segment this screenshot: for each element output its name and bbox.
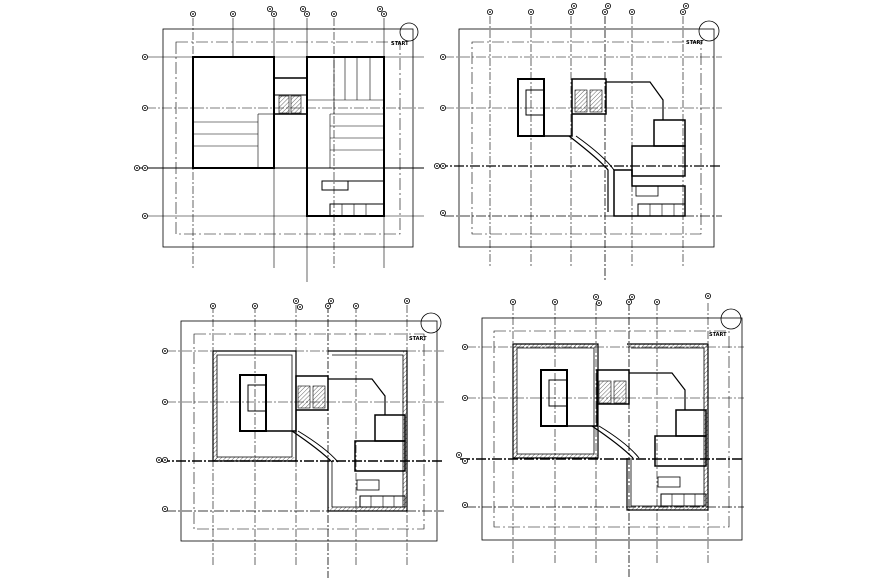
grid-bubble-dot <box>442 165 444 167</box>
grid-bubble-dot <box>436 165 438 167</box>
plan-border <box>162 28 414 248</box>
north-arrow-icon <box>720 308 742 330</box>
grid-bubble-dot <box>512 301 514 303</box>
room-block <box>192 56 275 169</box>
grid-bubble-dot <box>164 401 166 403</box>
grid-bubble-dot <box>164 508 166 510</box>
grid-bubble-dot <box>144 107 146 109</box>
grid-bubble-dot <box>570 11 572 13</box>
plan-bottom-left: START <box>160 305 444 578</box>
grid-bubble-dot <box>573 5 575 7</box>
grid-bubble-dot <box>604 11 606 13</box>
grid-bubble-dot <box>464 504 466 506</box>
grid-bubble-dot <box>232 13 234 15</box>
grid-bubble-dot <box>682 11 684 13</box>
grid-bubble-dot <box>327 305 329 307</box>
grid-bubble-dot <box>212 305 214 307</box>
grid-bubble-dot <box>302 8 304 10</box>
plan-border-inner <box>193 333 425 530</box>
grid-bubble-dot <box>254 305 256 307</box>
plan-top-left: START <box>138 18 424 282</box>
grid-bubble-dot <box>144 215 146 217</box>
grid-bubble-dot <box>489 11 491 13</box>
grid-bubble-dot <box>530 11 532 13</box>
north-arrow-icon <box>399 22 419 42</box>
north-label: START <box>409 336 427 342</box>
grid-bubble-dot <box>136 167 138 169</box>
plan-border-inner <box>175 41 401 235</box>
stair-core <box>273 77 308 115</box>
grid-bubble-dot <box>330 300 332 302</box>
north-label: START <box>391 41 409 47</box>
grid-bubble-dot <box>464 460 466 462</box>
grid-bubble-dot <box>598 302 600 304</box>
grid-bubble-dot <box>273 13 275 15</box>
grid-bubble-dot <box>406 300 408 302</box>
grid-bubble-dot <box>299 306 301 308</box>
grid-bubble-dot <box>379 8 381 10</box>
grid-bubble-dot <box>269 8 271 10</box>
north-arrow-icon <box>420 312 442 334</box>
grid-bubble-dot <box>464 397 466 399</box>
plan-border <box>481 317 743 541</box>
grid-bubble-dot <box>628 301 630 303</box>
north-label: START <box>709 332 727 338</box>
grid-bubble-dot <box>164 459 166 461</box>
grid-bubble-dot <box>158 459 160 461</box>
plan-border-inner <box>493 330 730 528</box>
grid-bubble-dot <box>442 56 444 58</box>
grid-bubble-dot <box>144 167 146 169</box>
north-label: START <box>686 40 704 46</box>
grid-bubble-dot <box>355 305 357 307</box>
plan-border-inner <box>471 41 702 235</box>
grid-bubble-dot <box>607 5 609 7</box>
grid-bubble-dot <box>685 5 687 7</box>
plan-border <box>458 28 715 248</box>
grid-bubble-dot <box>707 295 709 297</box>
grid-bubble-dot <box>164 350 166 352</box>
room-block <box>306 56 385 217</box>
plan-border <box>180 320 438 542</box>
grid-bubble-dot <box>458 454 460 456</box>
grid-bubble-dot <box>631 11 633 13</box>
grid-bubble-dot <box>295 300 297 302</box>
grid-bubble-dot <box>631 296 633 298</box>
north-arrow-icon <box>698 20 720 42</box>
grid-bubble-dot <box>333 13 335 15</box>
grid-bubble-dot <box>192 13 194 15</box>
grid-bubble-dot <box>442 212 444 214</box>
grid-bubbles <box>133 3 712 512</box>
plan-bottom-right: START <box>460 303 744 578</box>
grid-bubble-dot <box>442 107 444 109</box>
plan-top-right: START <box>438 16 722 282</box>
grid-bubble-dot <box>383 13 385 15</box>
grid-bubble-dot <box>595 296 597 298</box>
grid-bubble-dot <box>464 346 466 348</box>
grid-bubble-dot <box>656 301 658 303</box>
grid-bubble-dot <box>554 301 556 303</box>
grid-bubble-dot <box>144 56 146 58</box>
grid-bubble-dot <box>306 13 308 15</box>
